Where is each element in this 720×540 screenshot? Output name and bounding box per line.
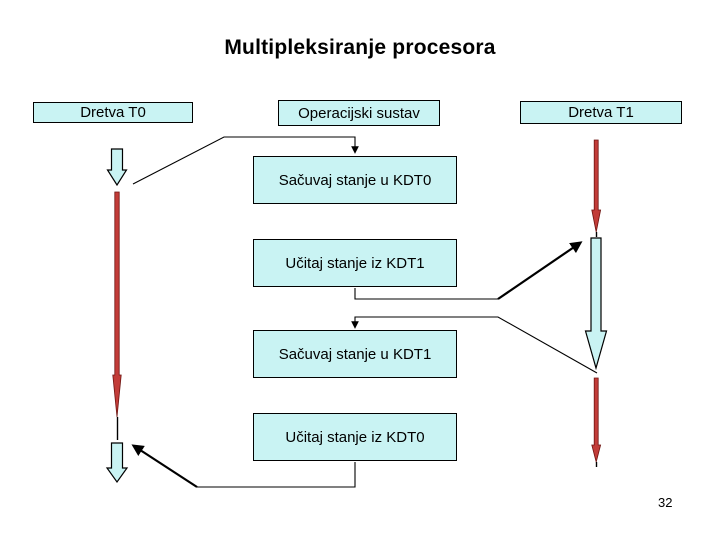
process-box-load-kdt1: Učitaj stanje iz KDT1 bbox=[253, 239, 457, 287]
t0-inactive-arrow bbox=[112, 191, 122, 418]
t1-inactive-arrow-lower bbox=[591, 377, 602, 464]
page-number: 32 bbox=[658, 495, 673, 510]
t1-inactive-arrow-upper bbox=[591, 139, 602, 233]
t0-running-arrow-lower bbox=[105, 442, 129, 484]
column-header-dretva-t1: Dretva T1 bbox=[520, 101, 682, 124]
column-header-dretva-t0: Dretva T0 bbox=[33, 102, 193, 123]
process-box-save-kdt0: Sačuvaj stanje u KDT0 bbox=[253, 156, 457, 204]
t1-running-arrow bbox=[584, 237, 608, 371]
page-title: Multipleksiranje procesora bbox=[224, 36, 496, 59]
t0-running-arrow-upper bbox=[106, 148, 128, 187]
connector-t1-to-save-kdt1 bbox=[351, 316, 598, 374]
connector-load-kdt1-to-t1 bbox=[497, 241, 583, 300]
connector-t0-to-save-kdt0 bbox=[132, 136, 359, 185]
process-box-load-kdt0: Učitaj stanje iz KDT0 bbox=[253, 413, 457, 461]
column-header-operacijski-sustav: Operacijski sustav bbox=[278, 100, 440, 126]
connector-load-kdt0-elbow bbox=[197, 462, 356, 488]
connector-load-kdt1-elbow bbox=[354, 288, 498, 300]
connector-load-kdt0-to-t0 bbox=[131, 444, 198, 488]
process-box-save-kdt1: Sačuvaj stanje u KDT1 bbox=[253, 330, 457, 378]
